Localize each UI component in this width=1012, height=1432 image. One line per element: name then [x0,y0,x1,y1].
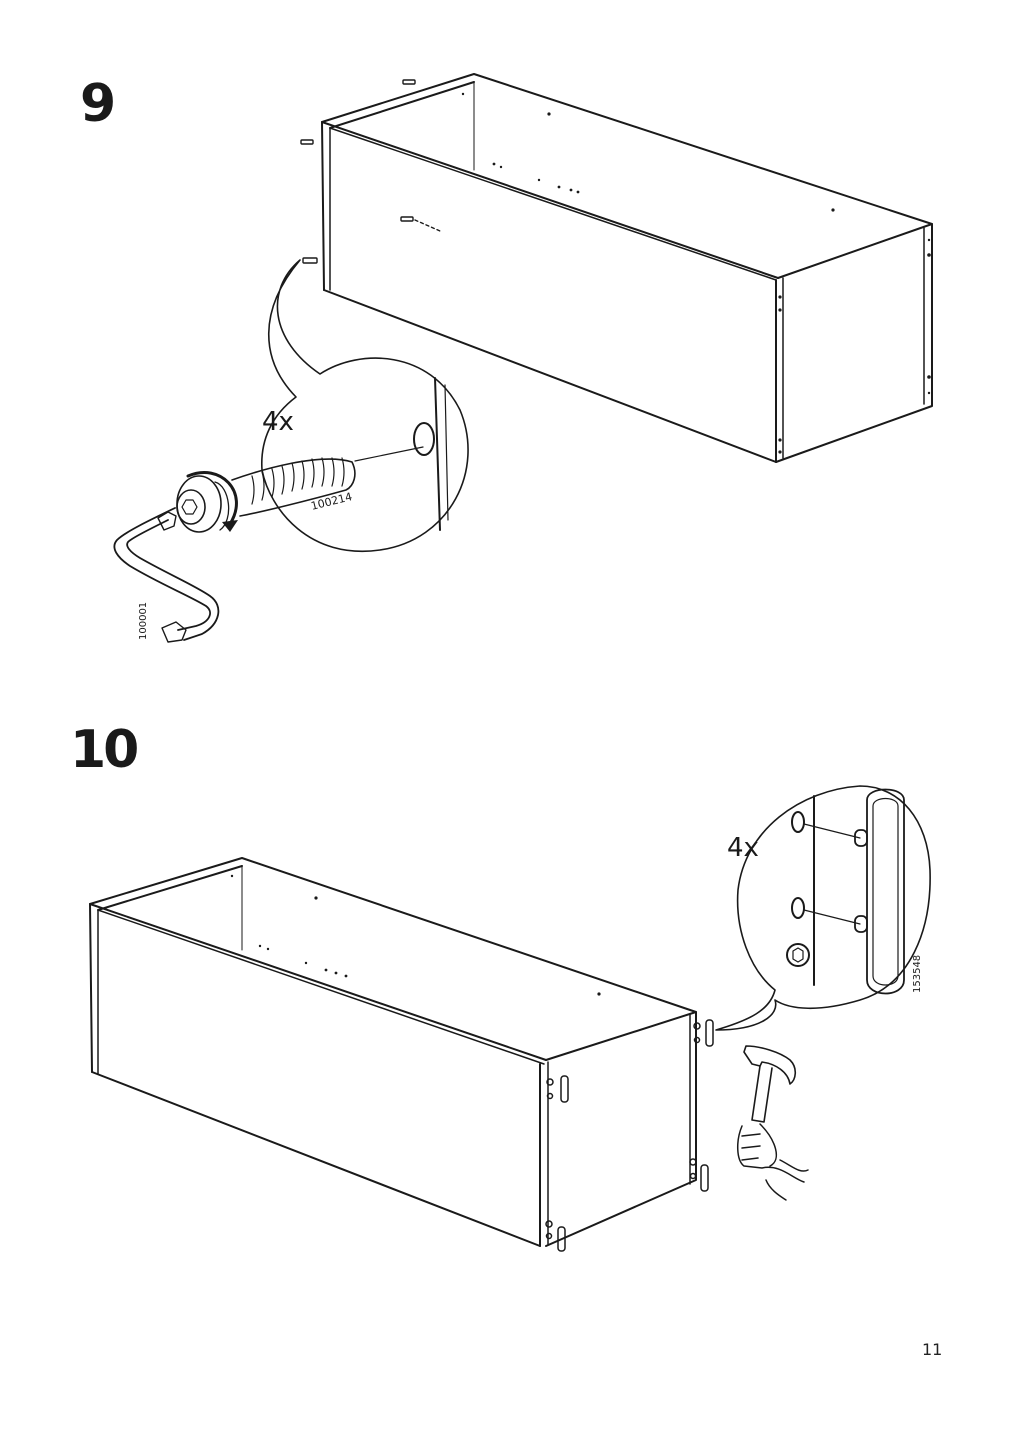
step-9-key-code: 100001 [138,602,149,640]
step-10-cabinet-drawing [89,857,697,1247]
step-9-small-screws [300,79,441,264]
allen-key-icon [113,507,220,643]
step-10-quantity-label: 4x [727,833,759,863]
hammer-icon [743,1045,797,1123]
step-10-dowel-code: 153548 [912,955,923,993]
rotate-clockwise-arrow-icon [186,470,238,532]
connector-screw-icon [176,457,356,533]
step-10-detail-callout [715,785,931,1031]
step-10-wooden-dowels [545,1019,714,1252]
cam-hole-icon [413,422,435,456]
step-9-hole-dots [461,92,931,454]
step-9-detail-callout [261,259,469,553]
step-9-number: 9 [80,74,116,134]
dowel-large-icon [854,788,905,995]
step-9-cabinet-drawing [321,73,933,463]
step-10-hole-dots [230,874,601,996]
step-9-quantity-label: 4x [262,407,294,437]
hand-icon [737,1123,809,1201]
page-number: 11 [922,1340,943,1359]
step-10-number: 10 [70,720,139,780]
